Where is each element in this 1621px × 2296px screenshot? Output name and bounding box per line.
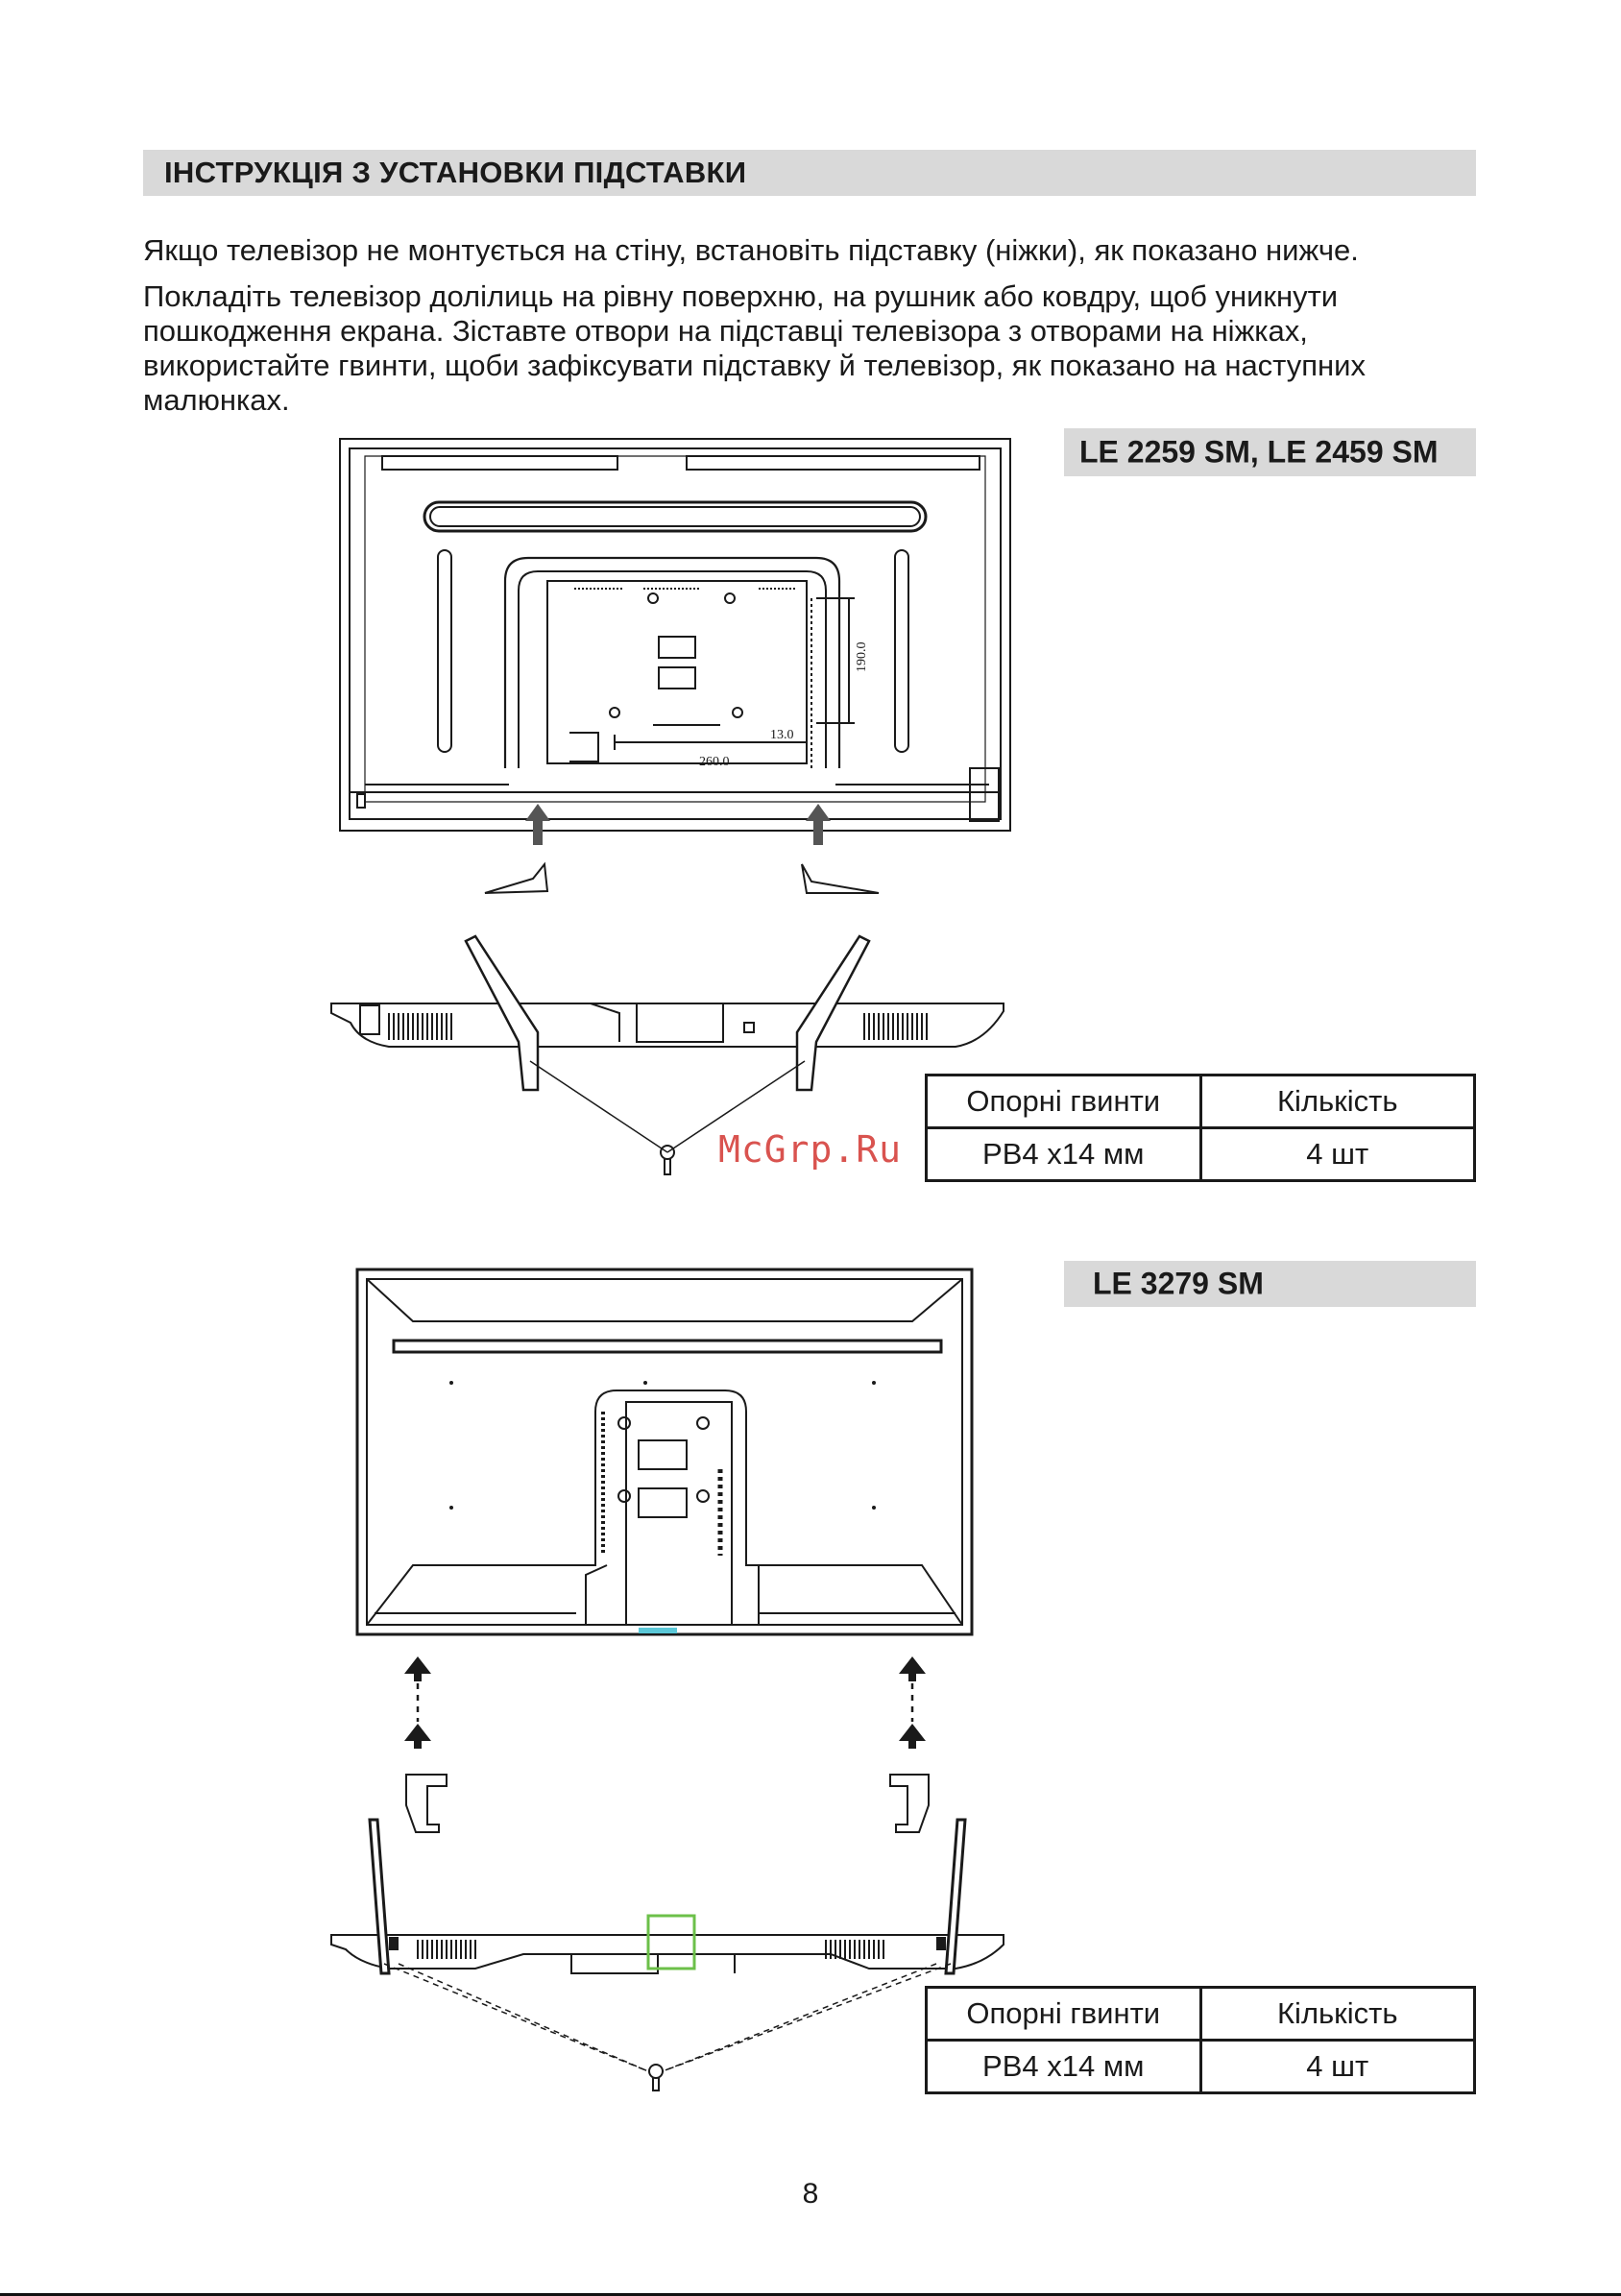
instructions-paragraph: Покладіть телевізор долілиць на рівну по…: [143, 279, 1366, 417]
page-number: 8: [802, 2178, 819, 2210]
table-row: Опорні гвинти Кількість: [925, 1074, 1476, 1129]
stand-legs-diagram-2: [405, 1774, 930, 1833]
dim-horizontal: 260.0: [699, 755, 730, 769]
section-heading-bar: ІНСТРУКЦІЯ З УСТАНОВКИ ПІДСТАВКИ: [143, 150, 1476, 196]
intro-paragraph: Якщо телевізор не монтується на стіну, в…: [143, 233, 1359, 267]
table-row: PB4 x14 мм 4 шт: [925, 2039, 1476, 2094]
table-cell-screw-type: PB4 x14 мм: [925, 1126, 1202, 1182]
mount-arrows-2: [404, 1656, 926, 1749]
table-header-quantity: Кількість: [1198, 1986, 1476, 2042]
table-cell-quantity: 4 шт: [1198, 1126, 1476, 1182]
bottom-divider: [0, 2293, 1621, 2296]
watermark: McGrp.Ru: [718, 1128, 903, 1171]
dim-small: 13.0: [770, 728, 794, 742]
model-label-1: LE 2259 SM, LE 2459 SM: [1079, 434, 1439, 470]
model-label-2: LE 3279 SM: [1093, 1266, 1264, 1301]
table-cell-quantity: 4 шт: [1198, 2039, 1476, 2094]
tv-back-diagram-1: 190.0 260.0 13.0: [339, 438, 1011, 845]
table-row: Опорні гвинти Кількість: [925, 1986, 1476, 2042]
tv-bottom-diagram-1: [330, 934, 1004, 1175]
table-row: PB4 x14 мм 4 шт: [925, 1126, 1476, 1182]
table-header-quantity: Кількість: [1198, 1074, 1476, 1129]
screws-table-2: Опорні гвинти Кількість PB4 x14 мм 4 шт: [925, 1986, 1476, 2094]
model-label-bar-1: LE 2259 SM, LE 2459 SM: [1064, 428, 1476, 476]
tv-back-diagram-2: [355, 1268, 974, 1636]
model-label-bar-2: LE 3279 SM: [1064, 1261, 1476, 1307]
screws-table-1: Опорні гвинти Кількість PB4 x14 мм 4 шт: [925, 1074, 1476, 1182]
section-heading: ІНСТРУКЦІЯ З УСТАНОВКИ ПІДСТАВКИ: [164, 156, 747, 189]
tv-bottom-diagram-2: [330, 1818, 1004, 2091]
table-cell-screw-type: PB4 x14 мм: [925, 2039, 1202, 2094]
dim-vertical: 190.0: [855, 642, 869, 673]
table-header-screws: Опорні гвинти: [925, 1986, 1202, 2042]
table-header-screws: Опорні гвинти: [925, 1074, 1202, 1129]
stand-legs-diagram-1: [484, 861, 880, 894]
